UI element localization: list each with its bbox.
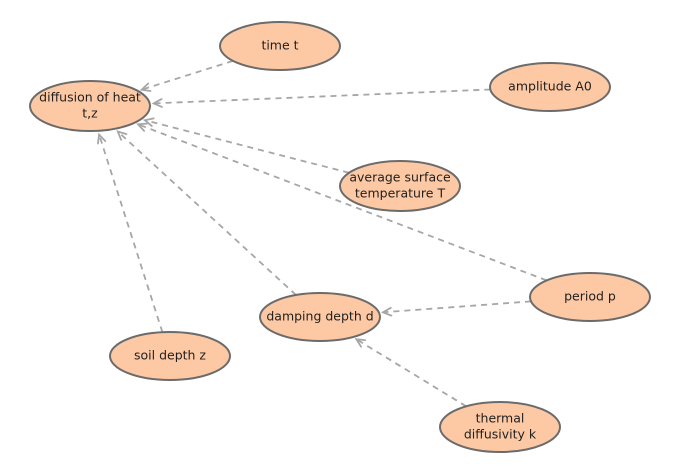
- node-label-diffusion: diffusion of heat: [39, 90, 141, 105]
- node-ellipse-period[interactable]: [529, 272, 651, 322]
- node-label-soil: soil depth z: [134, 348, 206, 363]
- node-label-time: time t: [261, 38, 298, 53]
- arrowhead-period-to-damping: [380, 306, 393, 317]
- arrowhead-damping-to-diffusion: [116, 130, 128, 141]
- edge-period-to-diffusion: [137, 123, 547, 282]
- edges-layer: [97, 60, 547, 408]
- arrowhead-period-to-diffusion: [136, 122, 148, 132]
- edge-period-to-damping: [382, 300, 532, 314]
- node-ellipse-amplitude[interactable]: [489, 62, 611, 112]
- node-label-avgtemp: temperature T: [355, 186, 446, 201]
- node-label-period: period p: [564, 289, 616, 304]
- arrowhead-thermal-to-damping: [354, 338, 367, 348]
- edge-damping-to-diffusion: [117, 130, 297, 296]
- arrowhead-soil-to-diffusion: [97, 132, 107, 145]
- node-label-avgtemp: average surface: [349, 170, 451, 185]
- node-period[interactable]: period p: [529, 272, 651, 322]
- edge-avgtemp-to-diffusion: [144, 119, 350, 174]
- node-soil[interactable]: soil depth z: [109, 331, 231, 381]
- node-ellipse-time[interactable]: [219, 21, 341, 71]
- node-ellipse-soil[interactable]: [109, 331, 231, 381]
- edge-amplitude-to-diffusion: [153, 88, 491, 105]
- node-label-diffusion: t,z: [82, 106, 98, 121]
- arrowhead-avgtemp-to-diffusion: [142, 117, 155, 127]
- node-damping[interactable]: damping depth d: [259, 292, 381, 342]
- edge-time-to-diffusion: [141, 60, 234, 91]
- node-label-thermal: thermal: [476, 411, 525, 426]
- node-label-amplitude: amplitude A0: [508, 79, 592, 94]
- edge-thermal-to-damping: [355, 338, 467, 408]
- edge-soil-to-diffusion: [98, 134, 164, 333]
- node-label-thermal: diffusivity k: [464, 427, 537, 442]
- node-ellipse-diffusion[interactable]: [29, 80, 151, 132]
- node-ellipse-thermal[interactable]: [439, 401, 561, 453]
- node-ellipse-avgtemp[interactable]: [339, 160, 461, 212]
- node-time[interactable]: time t: [219, 21, 341, 71]
- node-amplitude[interactable]: amplitude A0: [489, 62, 611, 112]
- arrowhead-amplitude-to-diffusion: [151, 98, 163, 108]
- node-label-damping: damping depth d: [266, 309, 373, 324]
- node-ellipse-damping[interactable]: [259, 292, 381, 342]
- arrowhead-time-to-diffusion: [139, 82, 152, 92]
